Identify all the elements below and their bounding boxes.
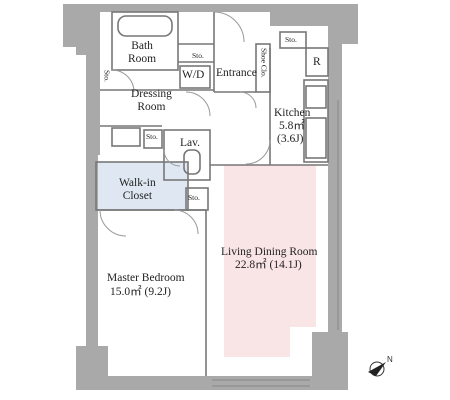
dressing-room-label: Dressing Room — [131, 88, 172, 114]
master-bedroom-name-label: Master Bedroom — [107, 272, 185, 284]
entrance-label: Entrance — [216, 67, 257, 79]
interior-walls — [95, 11, 329, 376]
living-dining-name-label: Living Dining Room — [221, 246, 318, 258]
lav-label: Lav. — [180, 137, 201, 149]
living-dining-area-label: 22.8㎡ (14.1J) — [235, 259, 302, 271]
compass-label: N — [387, 355, 393, 364]
sto-closet-label: Sto. — [188, 193, 200, 202]
sto-top-label: Sto. — [285, 35, 297, 44]
sto-bath-label: Sto. — [192, 51, 204, 60]
kitchen-area-label: 5.8㎡ — [279, 120, 305, 132]
sto-mid-label: Sto. — [146, 132, 158, 141]
compass: N — [368, 355, 393, 377]
walk-in-closet-label: Walk-in Closet — [119, 177, 156, 203]
fridge-label: R — [313, 56, 321, 68]
living-room-floor-highlight — [224, 165, 316, 357]
wd-label: W/D — [182, 69, 205, 81]
bath-room-label: Bath Room — [128, 40, 157, 66]
walk-in-closet-fill — [96, 162, 188, 210]
kitchen-tatami-label: (3.6J) — [277, 133, 304, 145]
compass-ring — [369, 361, 385, 377]
kitchen-name-label: Kitchen — [274, 107, 311, 119]
shoe-closet-label: Shoe Clo. — [259, 48, 269, 78]
exterior-walls — [63, 4, 358, 390]
window-lines — [212, 100, 339, 387]
sto-left-label: Sto. — [102, 70, 112, 82]
door-swings — [99, 11, 271, 237]
compass-needle — [368, 362, 386, 376]
master-bedroom-area-label: 15.0㎡ (9.2J) — [110, 286, 172, 298]
